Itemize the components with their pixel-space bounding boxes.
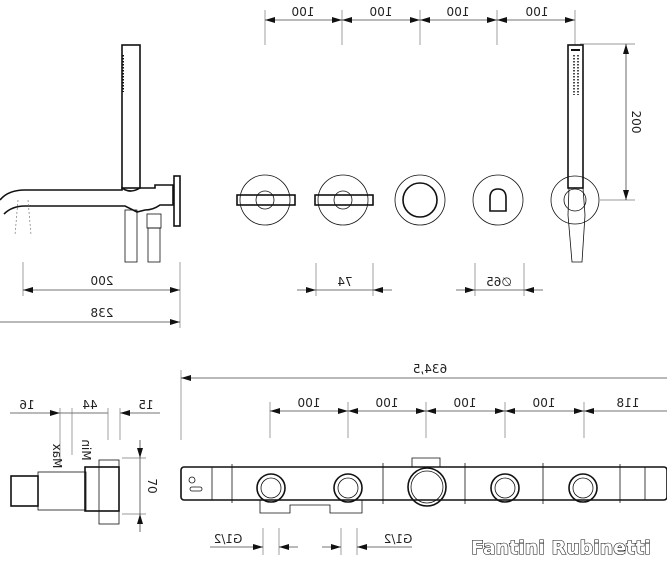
body-height-label: 70 bbox=[145, 478, 159, 493]
thread-dimension-1: G1/2 bbox=[210, 528, 298, 555]
depth-label: 15 bbox=[138, 398, 153, 412]
top-spacing-label: 100 bbox=[292, 5, 315, 19]
top-spacing-label: 100 bbox=[370, 5, 393, 19]
thread-dimension-2: G1/2 bbox=[322, 528, 412, 555]
body-spacing-label: 100 bbox=[376, 396, 399, 410]
body-spacing-label: 100 bbox=[454, 396, 477, 410]
height-dimension: 200 bbox=[580, 43, 643, 201]
max-label: Max bbox=[50, 444, 64, 469]
depth-dimensions: 16 44 15 Max Min bbox=[10, 398, 160, 468]
front-view bbox=[236, 44, 600, 263]
hand-shower bbox=[121, 44, 141, 189]
body-spacing-label: 100 bbox=[298, 396, 321, 410]
outlet-port bbox=[490, 473, 520, 503]
spout bbox=[0, 184, 174, 215]
rosette-diameter-label: ∅65 bbox=[486, 275, 512, 289]
wall-flange bbox=[173, 175, 181, 227]
total-length-dimension: 634,5 bbox=[180, 362, 667, 440]
body-spacing-label: 118 bbox=[617, 396, 640, 410]
outlet-port bbox=[256, 473, 286, 503]
hose-outlet bbox=[472, 174, 524, 226]
min-label: Min bbox=[79, 439, 93, 460]
body-spacing-dimension: 100 100 100 100 118 bbox=[269, 396, 667, 438]
handle-width-label: 74 bbox=[337, 275, 352, 289]
depth-label: 44 bbox=[82, 398, 97, 412]
top-spacing-dimension: 100 100 100 100 bbox=[264, 5, 576, 45]
total-depth-label: 238 bbox=[91, 306, 114, 320]
outlet-port bbox=[333, 473, 363, 503]
spout-reach-dimension: 200 bbox=[22, 262, 181, 328]
thread-label: G1/2 bbox=[384, 532, 413, 546]
body-side-section: 70 bbox=[10, 440, 159, 532]
brand-logo: Fantini Rubinetti bbox=[471, 537, 651, 559]
outlet-port bbox=[568, 473, 598, 503]
hand-shower-front bbox=[550, 44, 600, 263]
lever-handle-2 bbox=[314, 174, 374, 226]
height-label: 200 bbox=[629, 111, 643, 134]
body-spacing-label: 100 bbox=[533, 396, 556, 410]
top-spacing-label: 100 bbox=[447, 5, 470, 19]
side-view-bath-mixer bbox=[0, 44, 181, 263]
thread-label: G1/2 bbox=[214, 532, 243, 546]
top-spacing-label: 100 bbox=[526, 5, 549, 19]
depth-label: 16 bbox=[19, 398, 34, 412]
total-depth-dimension: 238 bbox=[0, 306, 180, 325]
diverter-knob bbox=[394, 174, 446, 226]
handle-width-dimension: 74 bbox=[297, 263, 392, 296]
total-length-label: 634,5 bbox=[413, 362, 447, 376]
rosette-diameter-dimension: ∅65 bbox=[456, 263, 543, 296]
outlet-port bbox=[407, 467, 447, 507]
spout-reach-label: 200 bbox=[91, 274, 114, 288]
lever-handle-1 bbox=[236, 174, 296, 226]
concealed-body bbox=[180, 457, 667, 514]
